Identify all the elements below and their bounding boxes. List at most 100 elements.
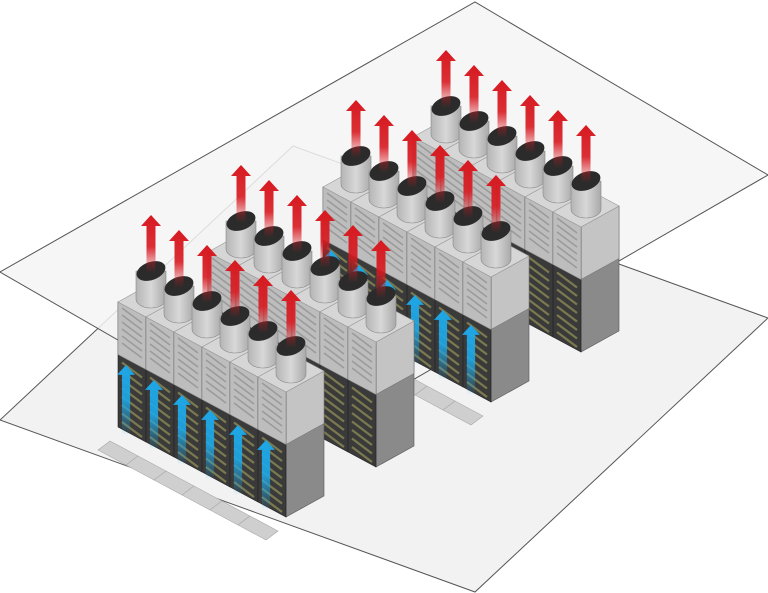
hot-air-arrow-icon (197, 245, 217, 303)
server-unit (410, 291, 432, 309)
vent-slat (466, 302, 488, 319)
server-unit (466, 321, 488, 339)
server-unit (351, 386, 373, 404)
cold-air-arrow-icon (117, 365, 135, 435)
hot-air-arrow-icon (492, 80, 512, 138)
hot-air-arrow-icon (141, 215, 161, 273)
vent-slat (438, 252, 460, 269)
server-unit (438, 306, 460, 324)
vent-slat (261, 403, 283, 420)
server-unit (528, 273, 550, 291)
hot-air-arrow-icon (371, 240, 391, 298)
vent-slat (528, 230, 550, 247)
hot-air-arrow-icon (343, 225, 363, 283)
server-unit (556, 314, 578, 331)
vent-slat (416, 149, 438, 166)
server-unit (323, 380, 345, 397)
vent-slat (211, 285, 233, 302)
vent-slat (205, 387, 227, 404)
vent-slat (556, 217, 578, 234)
vent-slat (410, 244, 432, 261)
vent-slat (121, 335, 143, 352)
vent-slat (205, 366, 227, 383)
vent-slat (351, 339, 373, 356)
vent-slat (556, 231, 578, 248)
hot-air-arrow-icon (548, 110, 568, 168)
vent-slat (149, 336, 171, 353)
vent-slat (382, 257, 404, 274)
vent-slat (528, 202, 550, 219)
server-unit (326, 246, 348, 264)
vent-slat (410, 258, 432, 275)
vent-slat (326, 206, 348, 223)
vent-slat (382, 222, 404, 239)
vent-slat (416, 163, 438, 180)
hot-air-arrow-icon (231, 165, 251, 223)
vent-slat (149, 343, 171, 360)
vent-slat (295, 309, 317, 326)
server-unit (323, 422, 345, 440)
vent-slat (211, 271, 233, 288)
hot-air-arrow-icon (520, 95, 540, 153)
server-unit (177, 391, 199, 409)
vent-slat (556, 238, 578, 255)
vent-slat (261, 389, 283, 406)
vent-slat (323, 345, 345, 362)
vent-slat (121, 307, 143, 324)
vent-slat (438, 287, 460, 304)
vent-slat (177, 365, 199, 382)
vent-slat (556, 224, 578, 241)
vent-slat (326, 227, 348, 244)
server-unit (528, 307, 550, 325)
vent-slat (416, 170, 438, 187)
vent-slat (438, 280, 460, 297)
server-unit (121, 361, 143, 379)
hot-air-arrow-icon (225, 260, 245, 318)
server-unit (351, 446, 373, 463)
server-unit (261, 436, 283, 454)
server-unit (528, 256, 550, 274)
vent-slat (295, 330, 317, 347)
vent-slat (556, 252, 578, 269)
vent-slat (323, 317, 345, 334)
vent-slat (410, 251, 432, 268)
vent-slat (267, 294, 289, 311)
vent-slat (177, 358, 199, 375)
vent-slat (466, 267, 488, 284)
vent-slat (528, 223, 550, 240)
vent-slat (466, 288, 488, 305)
vent-slat (323, 338, 345, 355)
hot-air-arrow-icon (486, 175, 506, 233)
vent-slat (466, 295, 488, 312)
vent-slat (261, 382, 283, 399)
server-unit (323, 431, 345, 448)
vent-slat (438, 273, 460, 290)
server-unit (528, 265, 550, 282)
vent-slat (354, 235, 376, 252)
vent-slat (121, 342, 143, 359)
vent-slat (500, 215, 522, 232)
vent-slat (121, 328, 143, 345)
vent-slat (444, 164, 466, 181)
vent-slat (354, 207, 376, 224)
server-unit (351, 403, 373, 421)
vent-slat (233, 381, 255, 398)
vent-slat (205, 352, 227, 369)
cold-air-arrow-icon (173, 395, 191, 465)
vent-slat (149, 322, 171, 339)
vent-slat (233, 402, 255, 419)
server-unit (528, 316, 550, 333)
vent-slat (382, 250, 404, 267)
hot-air-arrow-icon (346, 100, 366, 158)
cold-air-arrow-icon (434, 310, 452, 380)
vent-slat (149, 357, 171, 374)
server-cabinet (347, 286, 415, 468)
hot-air-arrow-icon (374, 115, 394, 173)
server-unit (556, 280, 578, 297)
vent-slat (500, 208, 522, 225)
server-unit (382, 276, 404, 294)
hot-air-arrow-icon (259, 180, 279, 238)
server-unit (556, 322, 578, 340)
vent-slat (410, 272, 432, 289)
